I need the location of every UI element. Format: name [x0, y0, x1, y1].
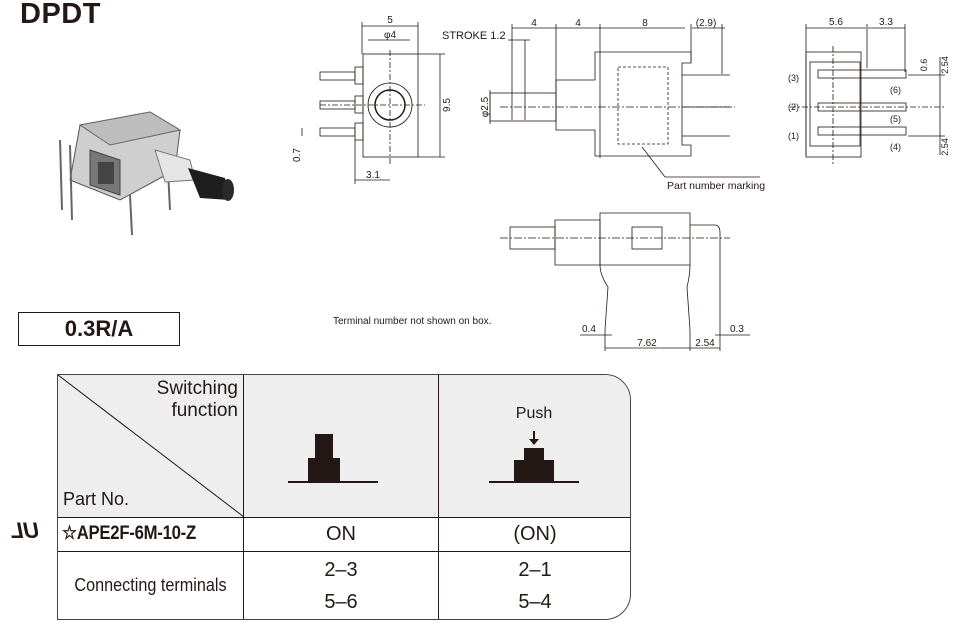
col-divider-2	[438, 375, 439, 619]
dim-shaft-dia: φ4	[384, 30, 396, 41]
switch-released-icon	[288, 434, 378, 483]
dim-pitch-top: 2.54	[940, 56, 950, 74]
rating-label: 0.3R/A	[18, 312, 180, 346]
terminal-on-2: 5–6	[324, 591, 358, 613]
dim-height: 9.5	[442, 98, 453, 112]
rear-view-drawing: 5.6 3.3 0.6 2.54 2.54 (3) (2) (1) (6) (5…	[788, 17, 950, 165]
dim-pitch-bottom: 2.54	[940, 138, 950, 156]
dim-pitch: 2.54	[695, 338, 715, 349]
terminal-label-4: (4)	[890, 142, 901, 152]
terminal-label-3: (3)	[788, 73, 799, 83]
header-corner-cell: Switching function Part No.	[58, 375, 238, 517]
terminal-push-1: 2–1	[518, 559, 552, 581]
terminal-on-1: 2–3	[324, 559, 358, 581]
page-title: DPDT	[20, 0, 101, 30]
part-number: ☆APE2F-6M-10-Z	[62, 523, 196, 544]
dim-right-thk: 0.3	[730, 324, 744, 335]
bottom-view-drawing: 0.4 7.62 2.54 0.3	[500, 212, 750, 351]
product-photo	[59, 111, 234, 236]
switch-pushed-icon	[489, 431, 579, 483]
connecting-terminals-label: Connecting terminals	[74, 575, 227, 595]
dim-terminal-len: 3.3	[879, 17, 893, 28]
dim-terminal-width: 0.7	[292, 148, 303, 162]
dim-left-thk: 0.4	[582, 324, 596, 335]
push-label: Push	[515, 405, 553, 422]
dim-neck-len: 4	[575, 18, 581, 29]
table-header: Switching function Part No. Push	[58, 375, 630, 518]
side-view-drawing: STROKE 1.2 4 4 8 (2.9) φ2.5	[442, 18, 760, 178]
part-no-label: Part No.	[63, 489, 130, 509]
function-word: function	[171, 400, 238, 421]
function-momentary-on: (ON)	[513, 523, 557, 545]
dim-shaft-len: 4	[531, 18, 537, 29]
front-view-drawing: 5 φ4 9.5 3.1 0.7	[292, 15, 453, 184]
terminal-label-6: (6)	[890, 85, 901, 95]
dim-body-width: 5.6	[829, 17, 843, 28]
row-divider	[58, 551, 630, 552]
switch-body	[59, 111, 196, 236]
stroke-label: STROKE 1.2	[442, 30, 506, 42]
terminal-label-5: (5)	[890, 114, 901, 124]
plunger	[188, 168, 234, 201]
dim-terminal-proj: (2.9)	[696, 18, 717, 29]
terminal-label-1: (1)	[788, 131, 799, 141]
part-number-marking-callout: Part number marking	[667, 180, 766, 192]
col-divider-1	[243, 375, 244, 619]
dim-body-len: 8	[642, 18, 648, 29]
terminal-label-2: (2)	[788, 102, 799, 112]
switching-function-label: Switching function	[58, 378, 238, 422]
switching-word: Switching	[156, 378, 238, 399]
dim-terminal-offset: 3.1	[366, 170, 380, 181]
spec-table: Switching function Part No. Push ☆APE2F-…	[57, 374, 631, 620]
ul-cert-icon: UL	[10, 518, 40, 543]
terminal-note: Terminal number not shown on box.	[333, 316, 492, 327]
function-on: ON	[326, 523, 356, 545]
terminal-push-2: 5–4	[518, 591, 552, 613]
dim-shaft-dia-small: φ2.5	[480, 96, 491, 117]
dim-spacing: 7.62	[637, 338, 657, 349]
header-diagonal	[58, 375, 244, 517]
dim-width: 5	[387, 15, 393, 26]
dim-terminal-thk: 0.6	[919, 59, 929, 72]
